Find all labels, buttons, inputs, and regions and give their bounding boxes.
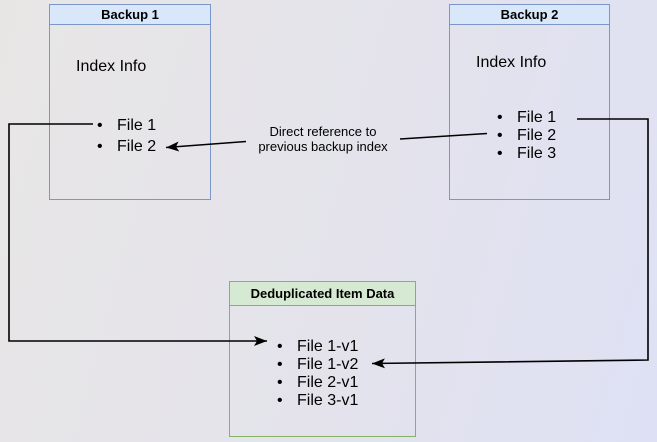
list-item: File 2 — [497, 127, 556, 145]
backup1-subtitle: Index Info — [76, 58, 147, 75]
list-item: File 3-v1 — [277, 392, 358, 410]
list-item: File 1 — [497, 109, 556, 127]
list-item: File 1 — [97, 115, 156, 136]
backup2-box: Backup 2 Index Info File 1 File 2 File 3 — [449, 4, 610, 200]
backup1-box: Backup 1 Index Info File 1 File 2 — [49, 4, 211, 200]
list-item: File 2 — [97, 136, 156, 157]
backup2-subtitle: Index Info — [476, 54, 547, 71]
list-item: File 1-v1 — [277, 338, 358, 356]
backup2-file-list: File 1 File 2 File 3 — [497, 109, 556, 163]
list-item: File 1-v2 — [277, 356, 358, 374]
edge-annotation-line2: previous backup index — [258, 138, 388, 154]
dedup-file-list: File 1-v1 File 1-v2 File 2-v1 File 3-v1 — [277, 338, 358, 410]
edge-annotation-line1: Direct reference to — [269, 124, 377, 139]
dedup-header: Deduplicated Item Data — [230, 282, 415, 306]
backup1-file-list: File 1 File 2 — [97, 115, 156, 157]
list-item: File 2-v1 — [277, 374, 358, 392]
backup1-header: Backup 1 — [50, 5, 210, 25]
list-item: File 3 — [497, 145, 556, 163]
edge-annotation: Direct reference to previous backup inde… — [243, 124, 403, 154]
backup2-header: Backup 2 — [450, 5, 609, 25]
dedup-box: Deduplicated Item Data File 1-v1 File 1-… — [229, 281, 416, 437]
